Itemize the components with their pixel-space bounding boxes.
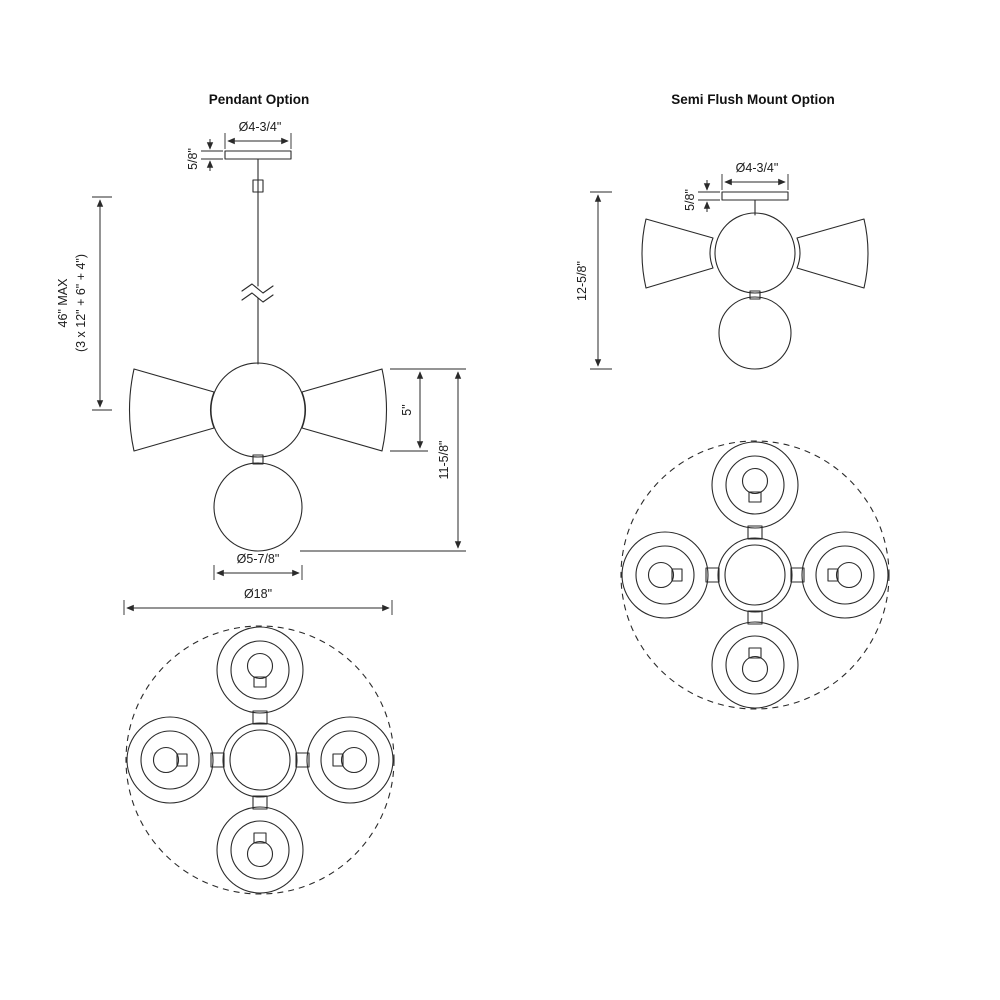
flush-canopy — [721, 191, 789, 201]
pendant-body-height-label: 11-5/8" — [437, 441, 451, 480]
globe-neck — [749, 290, 761, 300]
left-shade — [128, 368, 215, 452]
flush-canopy-height-dim: 5/8" — [683, 180, 720, 212]
flush-top-view — [621, 441, 889, 709]
pendant-title: Pendant Option — [209, 92, 310, 107]
pendant-option-view: Pendant Option Ø4-3/4" 5/8" — [56, 92, 466, 894]
center-sphere — [210, 362, 306, 458]
semi-flush-option-view: Semi Flush Mount Option Ø4-3/4" 5/8" — [575, 92, 889, 709]
right-shade — [301, 368, 388, 452]
semi-flush-title: Semi Flush Mount Option — [671, 92, 834, 107]
pendant-max-height-label-line2: (3 x 12" + 6" + 4") — [74, 254, 88, 352]
bottom-globe — [718, 296, 792, 370]
pendant-globe-diameter-dim: Ø5-7/8" — [213, 552, 303, 580]
right-shade — [796, 218, 869, 289]
flush-overall-height-label: 12-5/8" — [575, 261, 589, 301]
left-shade — [641, 218, 714, 289]
pendant-shade-height-label: 5" — [400, 404, 414, 415]
flush-canopy-height-label: 5/8" — [683, 189, 697, 211]
pendant-max-height-dim: 46" MAX (3 x 12" + 6" + 4") — [56, 196, 112, 411]
center-sphere — [714, 212, 796, 294]
bottom-globe — [213, 462, 303, 552]
pendant-canopy-diameter-label: Ø4-3/4" — [239, 120, 282, 134]
pendant-globe-diameter-label: Ø5-7/8" — [237, 552, 280, 566]
flush-canopy-diameter-dim: Ø4-3/4" — [721, 161, 789, 190]
pendant-overall-diameter-dim: Ø18" — [123, 587, 393, 615]
flush-overall-height-dim: 12-5/8" — [575, 191, 612, 370]
flush-canopy-diameter-label: Ø4-3/4" — [736, 161, 779, 175]
pendant-stem — [252, 158, 264, 365]
pendant-canopy — [224, 150, 292, 160]
break-symbol — [241, 283, 274, 303]
pendant-body-height-dim: 11-5/8" — [300, 371, 466, 552]
pendant-canopy-diameter-dim: Ø4-3/4" — [224, 120, 292, 149]
pendant-shade-height-dim: 5" — [390, 368, 466, 452]
flush-fixture-body — [641, 199, 869, 370]
globe-neck — [252, 454, 264, 465]
pendant-canopy-height-dim: 5/8" — [186, 139, 223, 171]
pendant-fixture-body — [128, 362, 388, 552]
pendant-overall-diameter-label: Ø18" — [244, 587, 272, 601]
pendant-top-view — [126, 626, 394, 894]
pendant-max-height-label-line1: 46" MAX — [56, 278, 70, 328]
pendant-canopy-height-label: 5/8" — [186, 148, 200, 170]
